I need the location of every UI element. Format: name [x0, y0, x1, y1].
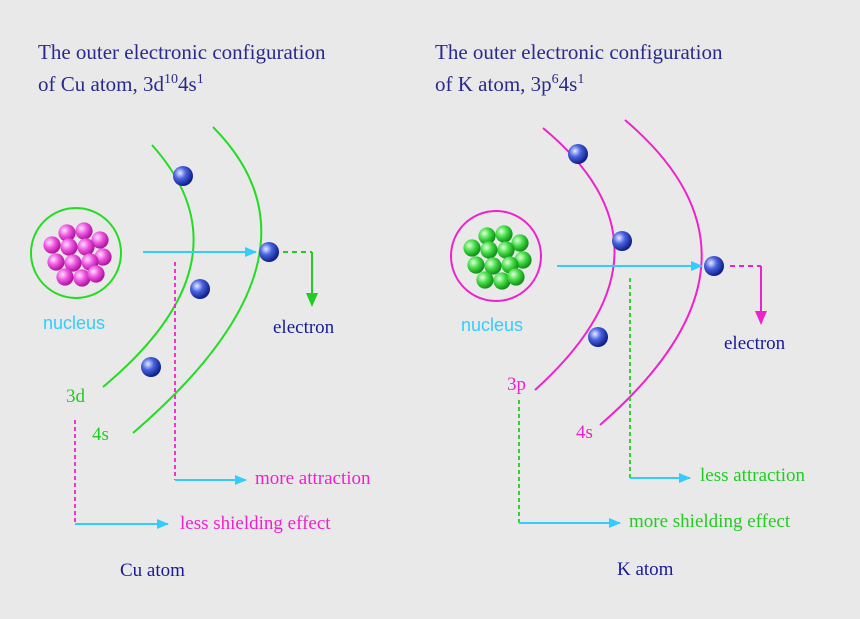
cu-nucleus-particle	[60, 238, 78, 256]
cu-nucleus-particle	[43, 236, 61, 254]
k-nucleus-label: nucleus	[461, 315, 524, 335]
cu-nucleus-particle	[77, 238, 95, 256]
cu-electron-3d-low	[141, 357, 161, 377]
cu-shell-4s	[132, 126, 263, 434]
cu-title-sup2: 1	[196, 72, 204, 87]
k-shell-4s-label: 4s	[576, 422, 593, 443]
cu-title-sup1: 10	[164, 72, 178, 87]
k-title-line2: of K atom, 3p64s1	[435, 72, 585, 96]
k-shielding-label: more shielding effect	[629, 511, 791, 532]
k-electron-label: electron	[724, 333, 786, 354]
cu-nucleus-particle	[64, 254, 82, 272]
k-nucleus-boundary	[450, 210, 542, 302]
k-caption: K atom	[617, 559, 674, 580]
k-electron-3p-top	[568, 144, 588, 164]
cu-nucleus-particle	[87, 265, 105, 283]
k-title-sup1: 6	[551, 72, 559, 87]
k-electron-drop-arrowhead	[755, 311, 767, 325]
cu-nucleus-particle	[91, 231, 109, 249]
k-nucleus-particle	[514, 251, 532, 269]
cu-title-line1: The outer electronic configuration	[38, 40, 326, 64]
k-title-line1: The outer electronic configuration	[435, 40, 723, 64]
cu-title: The outer electronic configuration of Cu…	[38, 39, 325, 98]
k-nucleus-particle	[511, 234, 529, 252]
cu-attraction-label: more attraction	[255, 468, 371, 489]
cu-nucleus-protons	[43, 222, 112, 287]
k-nucleus-particle	[497, 241, 515, 259]
cu-electron-3d-top	[173, 166, 193, 186]
k-electron-4s	[704, 256, 724, 276]
cu-nucleus-particle	[75, 222, 93, 240]
cu-shell-3d-label: 3d	[66, 386, 85, 407]
cu-nucleus-particle	[73, 269, 91, 287]
k-nucleus-particle	[495, 225, 513, 243]
k-electron-3p-low	[588, 327, 608, 347]
cu-title-line2: of Cu atom, 3d104s1	[38, 72, 204, 96]
cu-caption: Cu atom	[120, 560, 185, 581]
k-nucleus-particle	[484, 257, 502, 275]
k-nucleus-protons	[463, 225, 532, 290]
k-shell-3p-label: 3p	[507, 374, 526, 395]
k-nucleus-particle	[480, 241, 498, 259]
k-atom-panel	[450, 119, 767, 528]
k-nucleus-particle	[493, 272, 511, 290]
k-shell-4s	[599, 119, 703, 426]
k-shell-3p	[534, 127, 616, 391]
cu-nucleus-boundary	[30, 207, 122, 299]
cu-nucleus-particle	[94, 248, 112, 266]
cu-nucleus-label: nucleus	[43, 313, 106, 333]
k-nucleus-particle	[478, 227, 496, 245]
cu-electron-drop-arrowhead	[306, 293, 318, 307]
cu-nucleus-particle	[56, 268, 74, 286]
cu-electron-4s	[259, 242, 279, 262]
cu-shell-4s-label: 4s	[92, 424, 109, 445]
cu-electron-label: electron	[273, 317, 335, 338]
k-nucleus-particle	[507, 268, 525, 286]
cu-atom-panel	[30, 126, 318, 529]
cu-shielding-label: less shielding effect	[180, 513, 331, 534]
cu-electron-3d-mid	[190, 279, 210, 299]
k-attraction-label: less attraction	[700, 465, 805, 486]
k-title: The outer electronic configuration of K …	[435, 39, 722, 98]
k-nucleus-particle	[476, 271, 494, 289]
cu-nucleus-particle	[58, 224, 76, 242]
k-nucleus-particle	[463, 239, 481, 257]
cu-nucleus-particle	[47, 253, 65, 271]
k-title-sup2: 1	[577, 72, 585, 87]
k-nucleus-particle	[467, 256, 485, 274]
k-electron-3p-mid	[612, 231, 632, 251]
